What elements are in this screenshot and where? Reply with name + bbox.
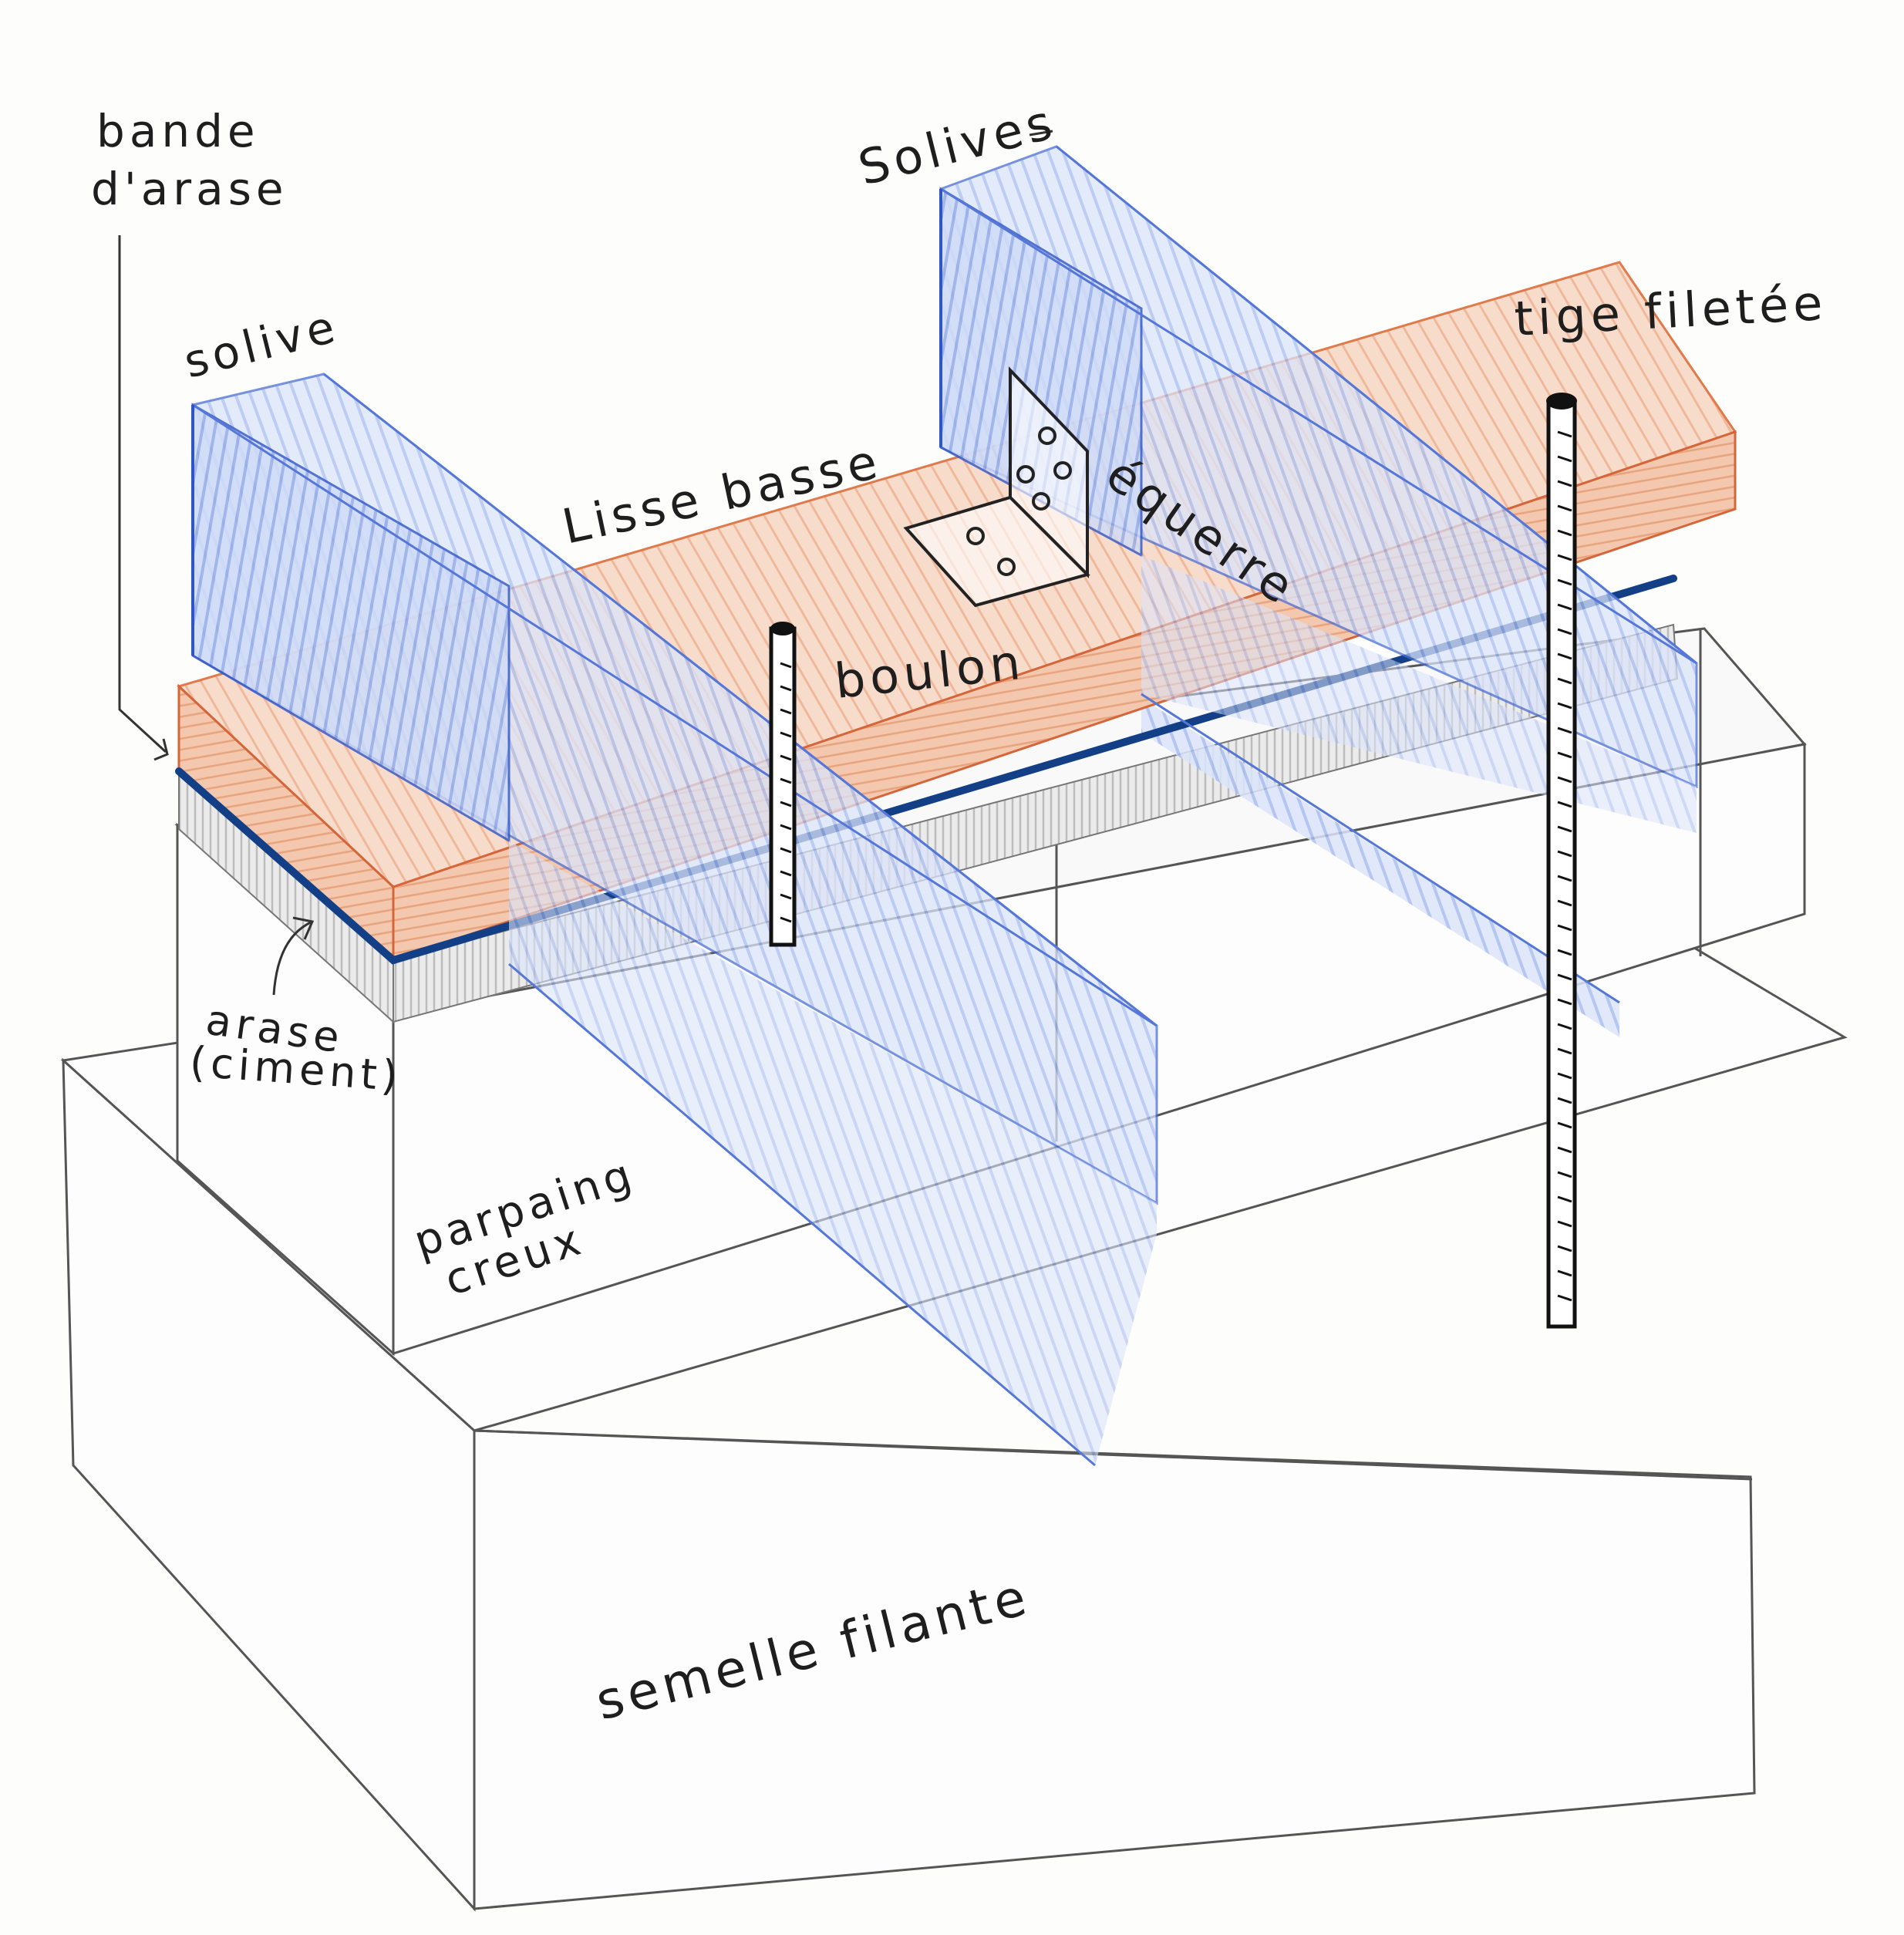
label-bande-arase-1: bande [96, 105, 260, 157]
solive-left [191, 373, 1158, 1467]
solives-leader [1029, 130, 1053, 137]
bande-arase-leader [118, 235, 169, 761]
label-bande-arase-2: d'arase [91, 163, 288, 215]
arase-leader [272, 916, 315, 996]
boulon-rod [769, 622, 797, 947]
equerre-bracket [903, 366, 1090, 608]
solive-back-lower [1141, 698, 1619, 1037]
tige-filetee-rod [1546, 393, 1577, 1329]
